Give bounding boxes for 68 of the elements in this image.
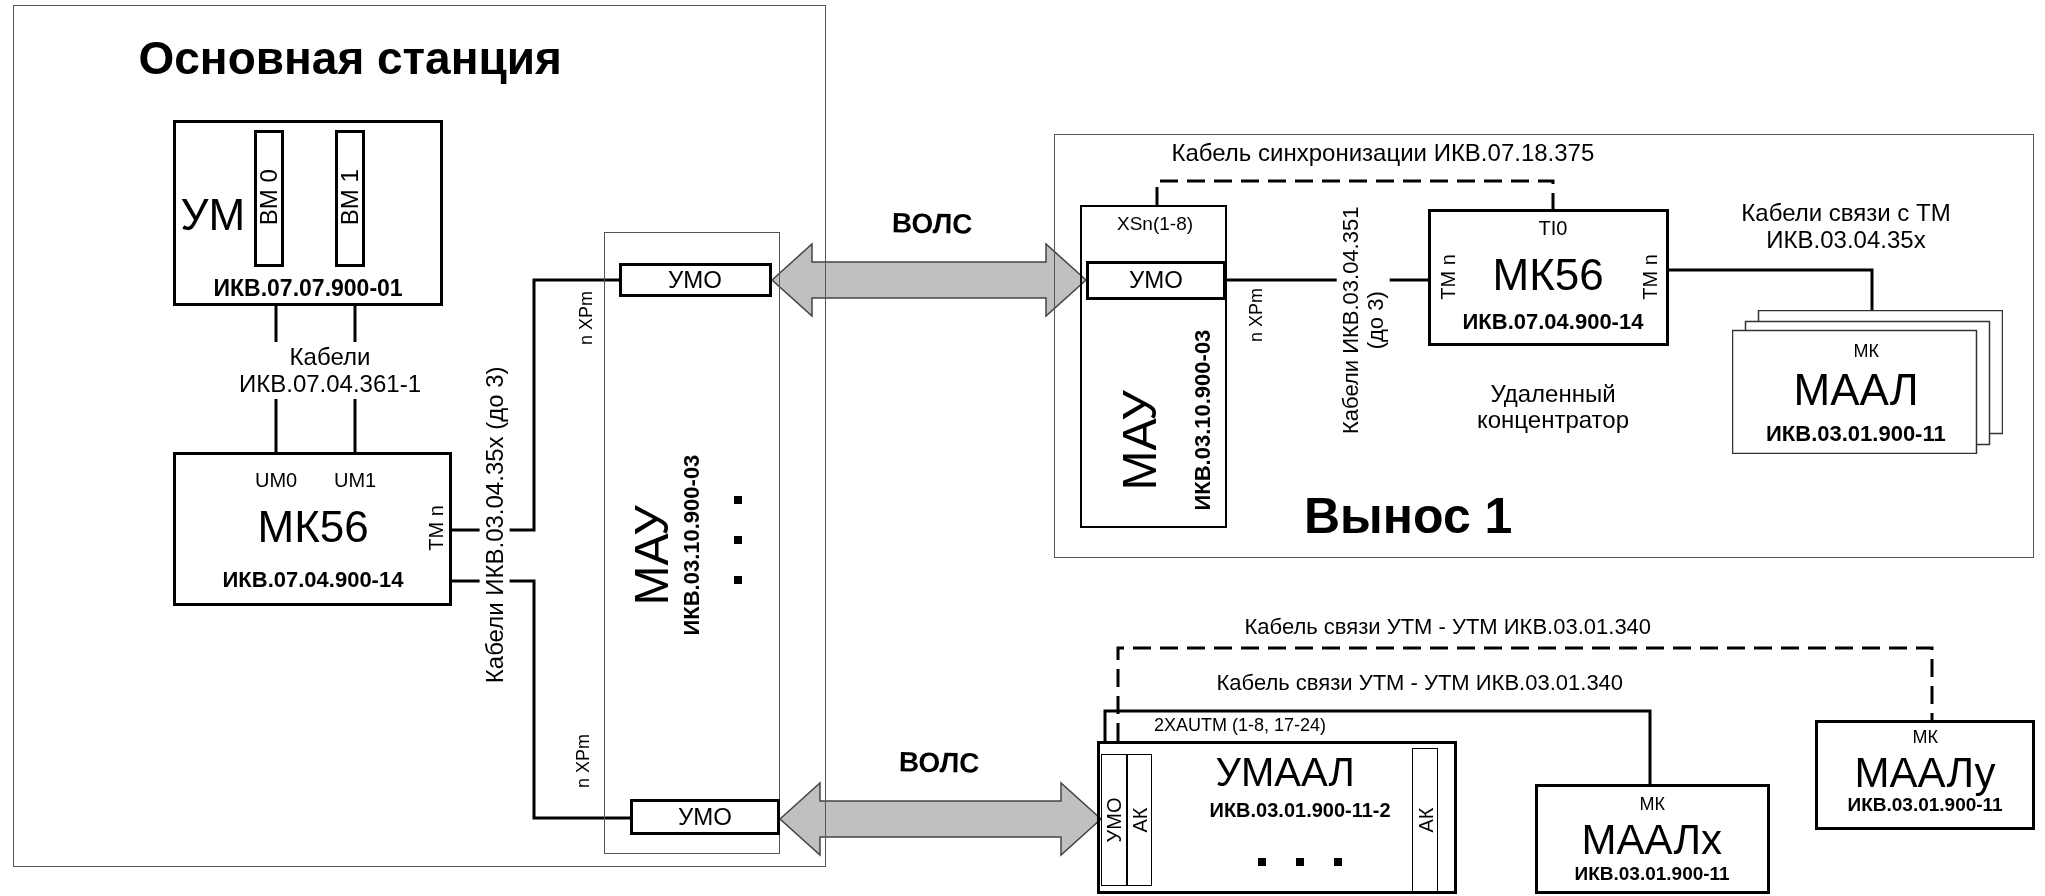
slot-label: ВМ 0	[255, 169, 283, 226]
module-name: МК56	[257, 503, 369, 552]
port-label: UM0	[255, 469, 298, 491]
slot-box	[1101, 754, 1127, 886]
slot-label: ВМ 1	[336, 169, 364, 226]
module-box	[1428, 209, 1669, 346]
frame-title: Основная станция	[138, 32, 562, 84]
port-label: XSn(1-8)	[1117, 213, 1194, 235]
port-name: УМО	[1129, 267, 1183, 294]
port-label: UM1	[334, 469, 377, 491]
part-number: ИКВ.03.10.900-03	[1190, 329, 1216, 511]
part-number: ИКВ.03.01.900-11	[1574, 863, 1730, 885]
part-number: ИКВ.03.01.900-11-2	[1209, 799, 1391, 821]
dashed-cable-line	[1155, 179, 1555, 209]
slot-box	[335, 130, 365, 267]
dashed-cable-line	[1116, 646, 1934, 741]
module-label: МК	[1912, 728, 1938, 748]
part-number: ИКВ.07.04.900-14	[1462, 310, 1644, 335]
port-label: ТМ n	[1638, 254, 1661, 300]
port-name: УМО	[668, 267, 722, 294]
port-box	[1086, 261, 1226, 300]
port-label: n XPm	[577, 290, 597, 345]
module-label: МК	[1639, 795, 1665, 815]
slot-box	[1127, 754, 1152, 886]
part-number: ИКВ.07.07.900-01	[213, 275, 403, 301]
part-number: ИКВ.03.10.900-03	[679, 454, 705, 636]
port-label: ТМ n	[1436, 254, 1459, 300]
module-box	[173, 452, 452, 606]
module-name: МАУ	[625, 504, 679, 606]
module-label: МК	[1853, 342, 1879, 362]
module-box	[173, 120, 443, 306]
slot-label: АК	[1128, 807, 1150, 833]
port-label: n XPm	[1247, 287, 1267, 342]
double-arrow	[770, 242, 1088, 318]
port-box	[630, 799, 780, 835]
station-frame	[13, 5, 826, 867]
module-box	[1080, 205, 1227, 528]
cable-line	[452, 278, 619, 532]
port-label: TI0	[1538, 217, 1568, 239]
port-label: n XPm	[574, 733, 594, 788]
part-number: ИКВ.07.04.900-14	[222, 568, 404, 593]
module-box	[1097, 741, 1457, 894]
cable-line	[452, 579, 630, 820]
port-box	[619, 263, 772, 297]
slot-box	[254, 130, 284, 267]
node-label: 2XAUTM (1-8, 17-24)	[1154, 716, 1327, 736]
double-arrow	[778, 781, 1103, 857]
cable-line	[1669, 268, 1874, 310]
module-box	[1815, 720, 2035, 830]
slot-label: АК	[1414, 807, 1436, 833]
module-name: МААЛу	[1854, 750, 1996, 797]
module-name: МААЛ	[1793, 366, 1919, 415]
cable-line	[1103, 709, 1652, 784]
slot-box	[1412, 748, 1438, 892]
module-name: УМААЛ	[1215, 750, 1355, 794]
part-number: ИКВ.03.01.900-11	[1766, 422, 1946, 447]
module-name: УМ	[180, 191, 246, 240]
module-box	[604, 232, 780, 854]
module-name: МАУ	[1113, 389, 1167, 491]
port-label: ТМ n	[424, 505, 447, 551]
stacked-module-box	[1732, 310, 2003, 454]
module-box	[1535, 784, 1770, 894]
module-name: МААЛх	[1581, 817, 1722, 864]
slot-label: УМО	[1102, 797, 1125, 843]
frame-title: Вынос 1	[1304, 488, 1513, 544]
node-label: Удаленный концентратор	[1476, 380, 1630, 434]
module-name: МК56	[1492, 251, 1604, 300]
port-name: УМО	[678, 804, 732, 831]
